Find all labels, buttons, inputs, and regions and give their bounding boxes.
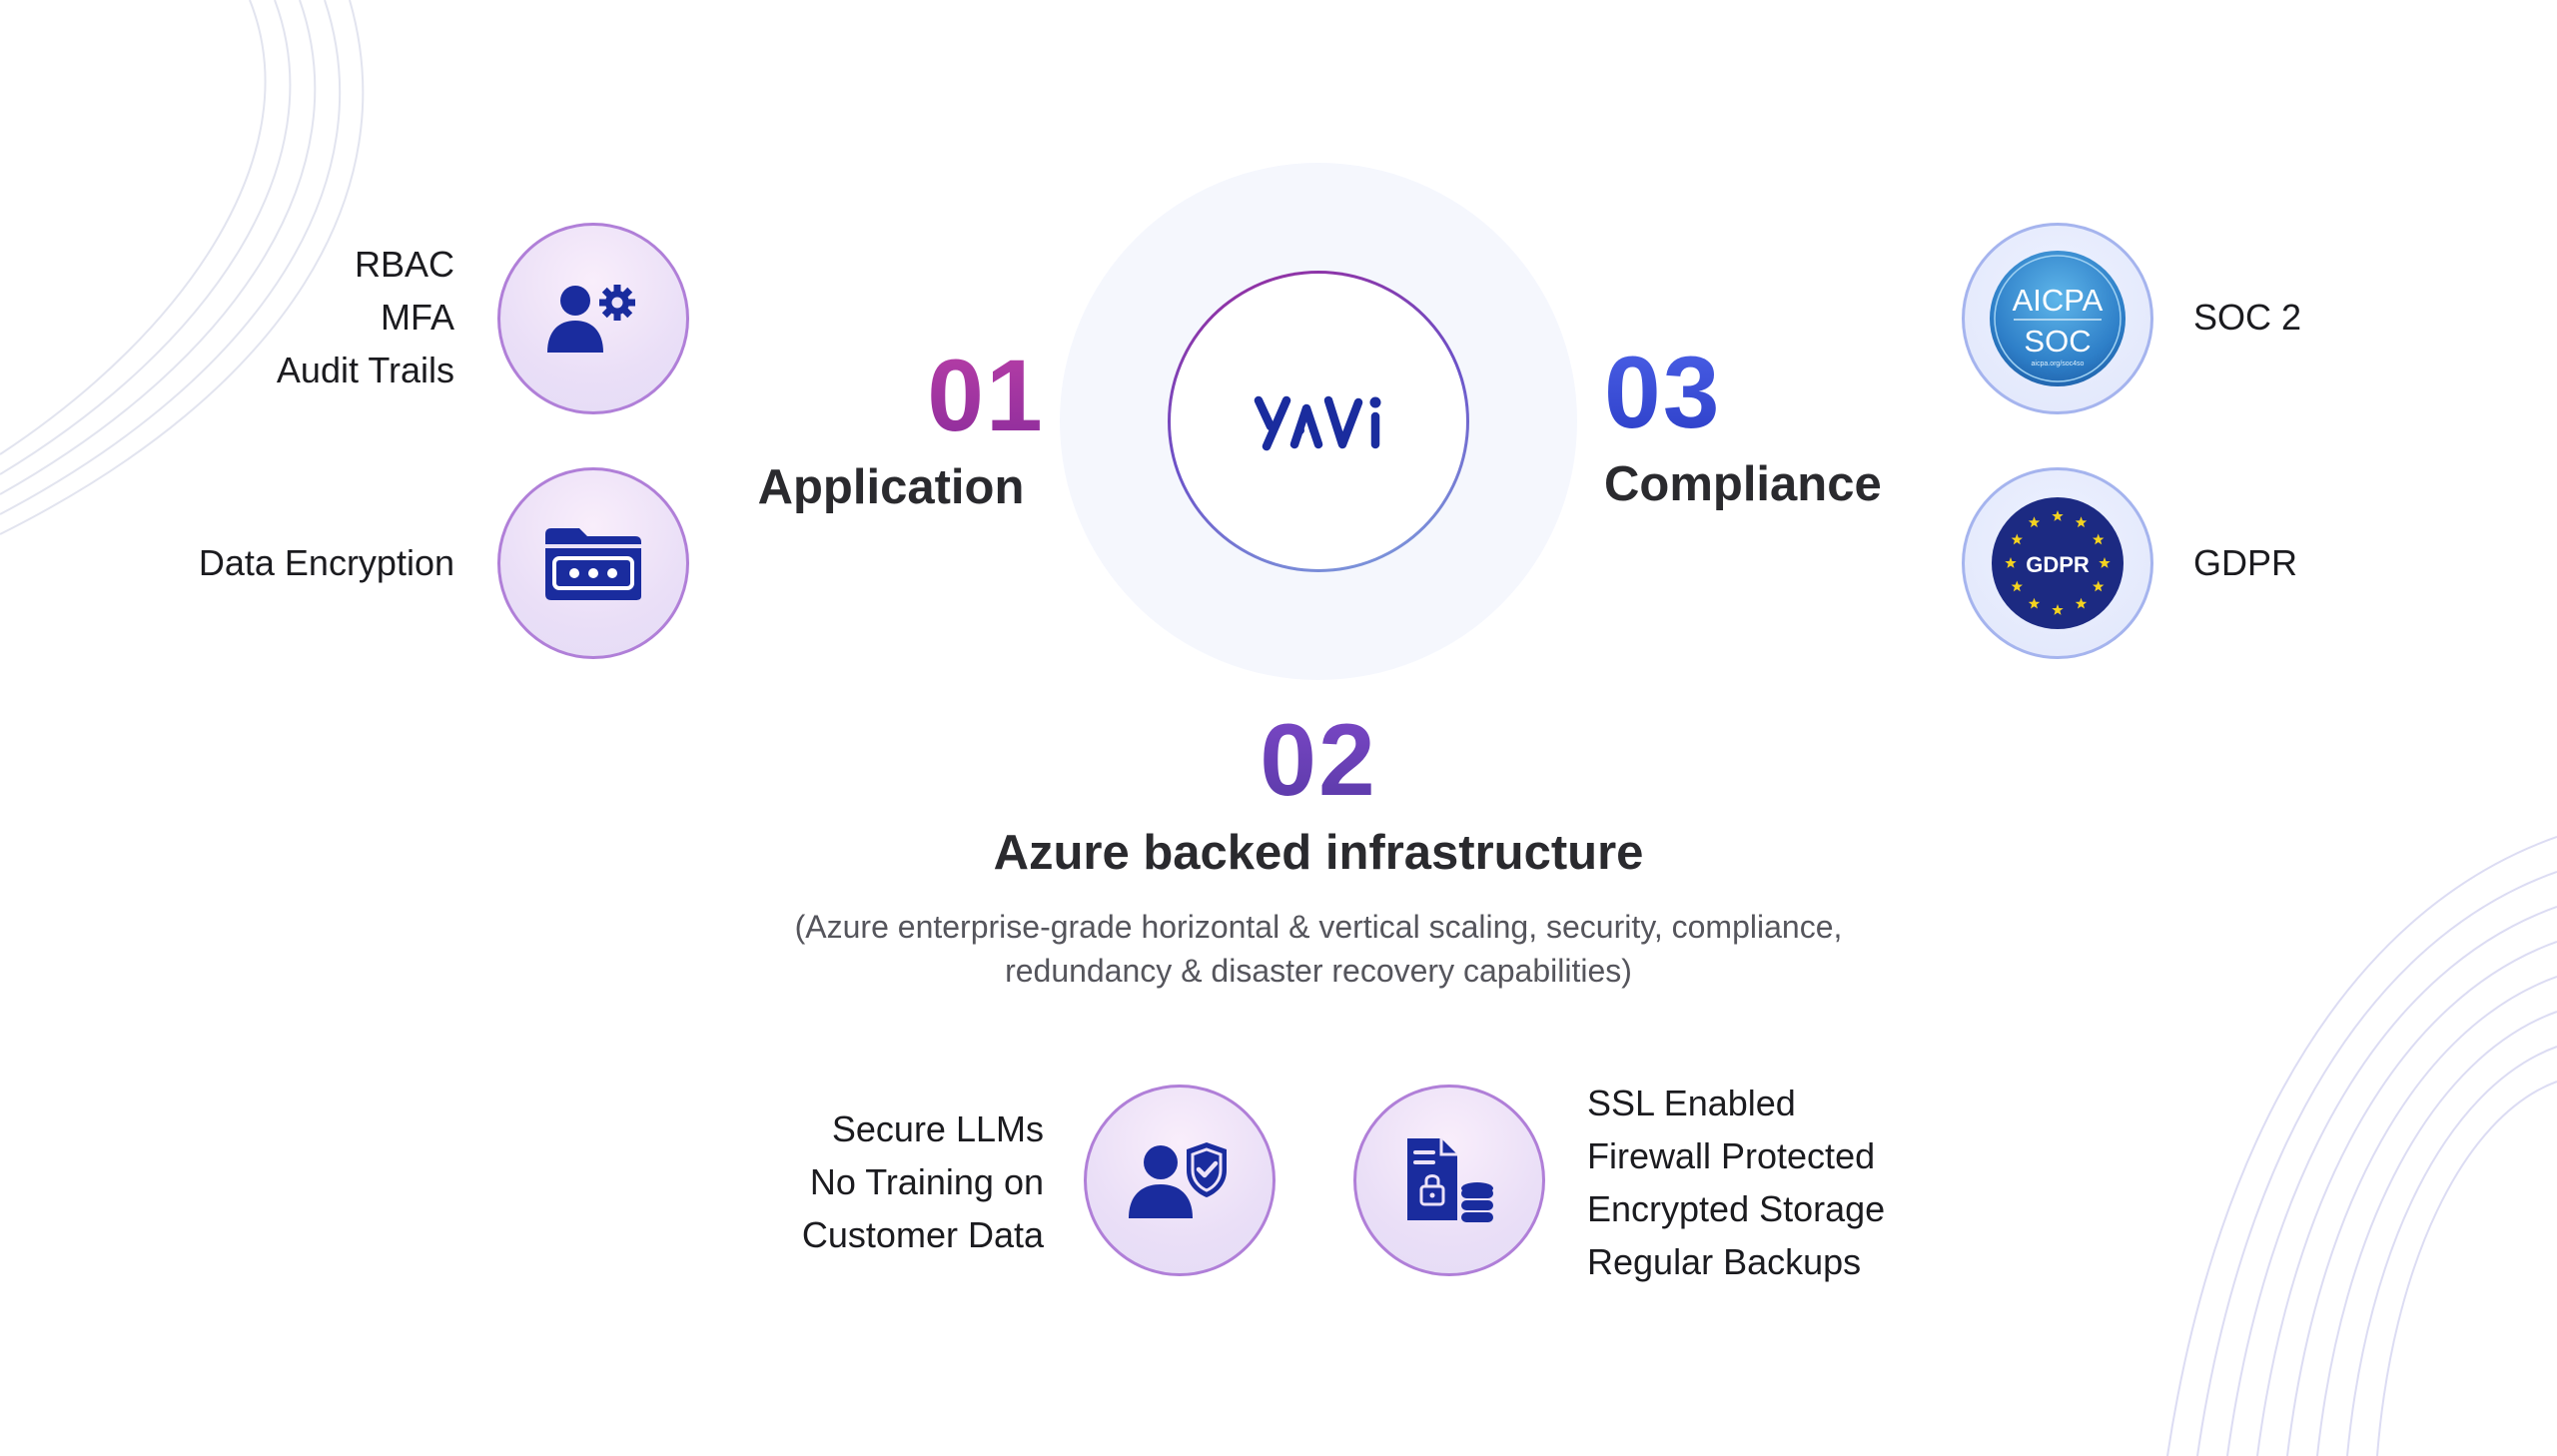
gdpr-star-icon xyxy=(2005,557,2017,568)
section-title-compliance: Compliance xyxy=(1604,457,1882,511)
gdpr-star-icon xyxy=(2075,516,2088,528)
yavi-logo xyxy=(1254,395,1381,451)
gdpr-star-icon xyxy=(2093,580,2105,592)
feature-rbac: RBAC xyxy=(354,244,454,285)
infrastructure-description-line-2: redundancy & disaster recovery capabilit… xyxy=(1005,953,1632,989)
soc-badge-soc-text: SOC xyxy=(2024,324,2091,359)
soc-badge-aicpa-text: AICPA xyxy=(2013,283,2104,318)
secure-document-storage-icon xyxy=(1407,1138,1493,1222)
gdpr-star-icon xyxy=(2028,597,2041,609)
llm-security-features: Secure LLMs No Training on Customer Data xyxy=(719,1102,1044,1261)
encrypted-folder-icon xyxy=(545,528,641,600)
aicpa-soc-badge: AICPA SOC aicpa.org/soc4so xyxy=(1990,251,2126,386)
gdpr-star-icon xyxy=(2011,580,2023,592)
gdpr-star-icon xyxy=(2093,533,2105,545)
feature-no-training: No Training on xyxy=(809,1161,1044,1202)
secure-storage-circle xyxy=(1353,1085,1545,1276)
user-settings-icon xyxy=(547,285,635,353)
feature-regular-backups: Regular Backups xyxy=(1587,1241,1862,1282)
logo-ring xyxy=(1168,271,1469,572)
gdpr-star-icon xyxy=(2075,597,2088,609)
compliance-gdpr-label: GDPR xyxy=(2193,542,2298,583)
feature-mfa: MFA xyxy=(380,297,454,338)
compliance-soc2-label: SOC 2 xyxy=(2193,297,2302,338)
gdpr-badge: GDPR xyxy=(1992,497,2124,629)
gdpr-star-icon xyxy=(2052,604,2064,615)
infrastructure-description: (Azure enterprise-grade horizontal & ver… xyxy=(699,905,1938,993)
infrastructure-security-features: SSL Enabled Firewall Protected Encrypted… xyxy=(1587,1077,1885,1288)
user-settings-circle xyxy=(497,223,689,414)
infrastructure-description-line-1: (Azure enterprise-grade horizontal & ver… xyxy=(794,909,1843,945)
soc-badge-circle: AICPA SOC aicpa.org/soc4so xyxy=(1962,223,2153,414)
feature-customer-data: Customer Data xyxy=(801,1214,1044,1255)
gdpr-star-icon xyxy=(2028,516,2041,528)
logo-circle xyxy=(1171,274,1466,569)
feature-encrypted-storage: Encrypted Storage xyxy=(1587,1188,1886,1229)
gdpr-star-icon xyxy=(2099,557,2111,568)
decorative-lines-bottom-right xyxy=(2166,836,2557,1456)
gdpr-badge-circle: GDPR xyxy=(1962,467,2153,659)
section-number-03: 03 xyxy=(1604,342,1754,443)
feature-audit-trails: Audit Trails xyxy=(276,350,454,390)
feature-ssl-enabled: SSL Enabled xyxy=(1587,1083,1796,1123)
feature-firewall-protected: Firewall Protected xyxy=(1587,1135,1876,1176)
user-shield-circle xyxy=(1084,1085,1276,1276)
gdpr-badge-text: GDPR xyxy=(2026,552,2090,577)
section-number-01: 01 xyxy=(911,345,1061,446)
user-shield-icon xyxy=(1129,1142,1227,1218)
gdpr-star-icon xyxy=(2011,533,2023,545)
section-title-infrastructure: Azure backed infrastructure xyxy=(993,826,1644,880)
soc-badge-small-text: aicpa.org/soc4so xyxy=(2032,361,2085,367)
feature-secure-llms: Secure LLMs xyxy=(831,1108,1044,1149)
section-number-02: 02 xyxy=(1244,709,1393,811)
feature-data-encryption: Data Encryption xyxy=(198,542,454,583)
encrypted-folder-circle xyxy=(497,467,689,659)
application-access-features: RBAC MFA Audit Trails xyxy=(180,238,454,396)
section-title-application: Application xyxy=(757,460,1025,514)
gdpr-star-icon xyxy=(2052,510,2064,521)
